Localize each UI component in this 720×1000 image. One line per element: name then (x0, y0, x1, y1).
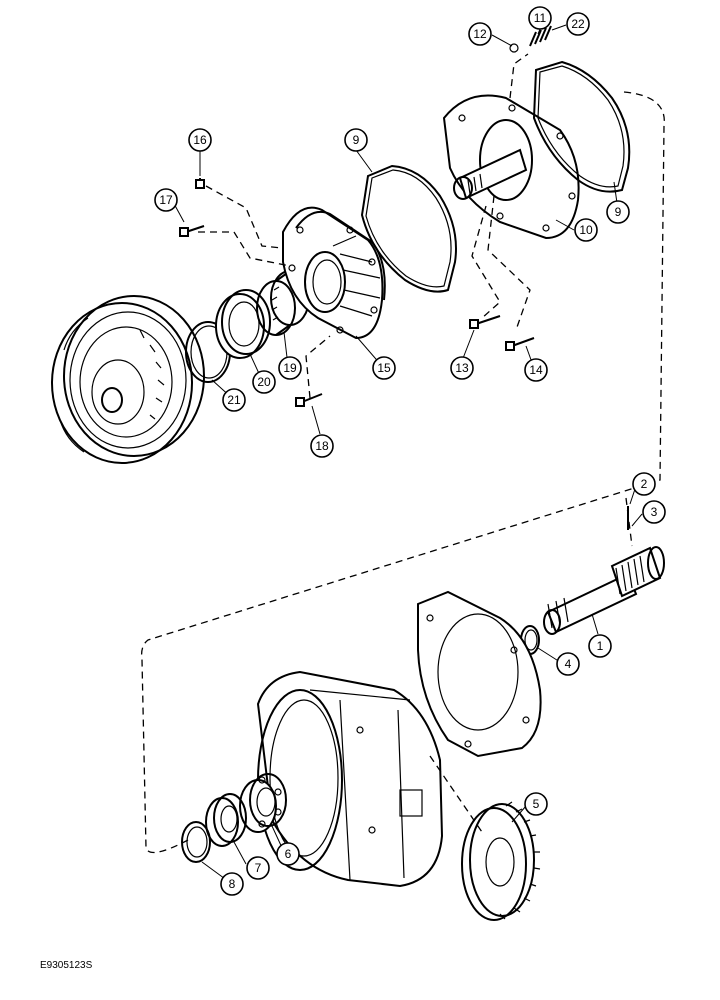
assembly-line-gear (429, 755, 483, 833)
figure-code: E9305123S (40, 960, 93, 971)
callout-20: 20 (252, 370, 276, 394)
callout-6-label: 6 (285, 847, 292, 861)
bolt-14 (505, 337, 535, 351)
callout-14-label: 14 (529, 363, 543, 377)
callout-19-label: 19 (283, 361, 297, 375)
callout-8: 8 (220, 872, 244, 896)
bolt-18 (295, 393, 323, 407)
torque-converter (51, 295, 205, 464)
callout-12: 12 (468, 22, 492, 46)
spring-22 (529, 25, 552, 47)
callout-15: 15 (372, 356, 396, 380)
callout-16-label: 16 (193, 133, 207, 147)
callout-20-label: 20 (257, 375, 271, 389)
callout-9-left: 9 (344, 128, 368, 152)
callout-4-label: 4 (565, 657, 572, 671)
callout-11: 11 (528, 6, 552, 30)
callout-2: 2 (632, 472, 656, 496)
callout-15-label: 15 (377, 361, 391, 375)
callout-8-label: 8 (229, 877, 236, 891)
callout-17: 17 (154, 188, 178, 212)
bolt-13 (469, 315, 501, 329)
callout-14: 14 (524, 358, 548, 382)
callout-1: 1 (588, 634, 612, 658)
seal-20 (215, 289, 271, 359)
assembly-lines-top (198, 53, 531, 399)
gear-5 (461, 801, 541, 921)
callout-13: 13 (450, 356, 474, 380)
bearing-6 (239, 773, 287, 833)
callout-18: 18 (310, 434, 334, 458)
pump-cover-10 (442, 94, 580, 240)
gasket-9-right (532, 60, 631, 193)
callout-10: 10 (574, 218, 598, 242)
callout-22-label: 22 (571, 17, 585, 31)
callout-9-right-label: 9 (615, 205, 622, 219)
shaft-1 (543, 546, 665, 635)
callout-3-label: 3 (651, 505, 658, 519)
callout-17-label: 17 (159, 193, 173, 207)
ball-12 (509, 43, 519, 53)
bolt-16 (195, 178, 205, 189)
callout-5-label: 5 (533, 797, 540, 811)
callout-9-left-label: 9 (353, 133, 360, 147)
callout-9-right: 9 (606, 200, 630, 224)
bolt-17 (179, 225, 205, 237)
callout-4: 4 (556, 652, 580, 676)
callout-13-label: 13 (455, 361, 469, 375)
callout-22: 22 (566, 12, 590, 36)
callout-18-label: 18 (315, 439, 329, 453)
callout-19: 19 (278, 356, 302, 380)
callout-21-label: 21 (227, 393, 241, 407)
callout-5: 5 (524, 792, 548, 816)
gasket-9-left (360, 164, 457, 293)
callout-11-label: 11 (534, 11, 547, 25)
callout-7: 7 (246, 856, 270, 880)
callout-10-label: 10 (579, 223, 593, 237)
callout-3: 3 (642, 500, 666, 524)
callout-16: 16 (188, 128, 212, 152)
snap-ring-8 (181, 821, 211, 863)
callout-12-label: 12 (473, 27, 487, 41)
pump-housing-15 (282, 206, 386, 340)
callout-1-label: 1 (597, 639, 604, 653)
callout-7-label: 7 (255, 861, 262, 875)
adapter-plate (417, 590, 542, 758)
callout-2-label: 2 (641, 477, 648, 491)
callout-21: 21 (222, 388, 246, 412)
callout-6: 6 (276, 842, 300, 866)
seal-7 (205, 793, 247, 847)
